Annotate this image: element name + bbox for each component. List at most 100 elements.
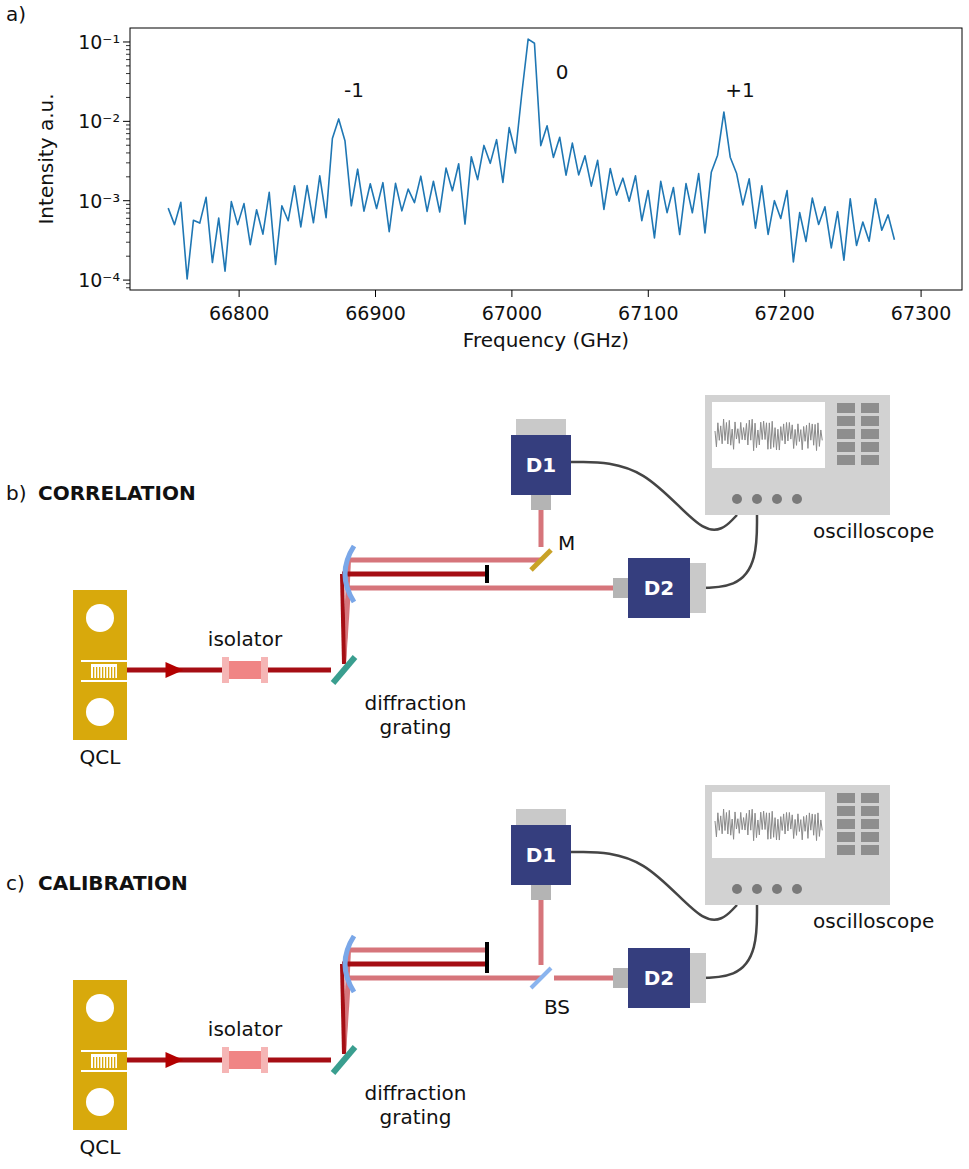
y-minor-tick xyxy=(126,129,130,130)
laser-beam xyxy=(127,1057,222,1062)
mirror-surface xyxy=(531,550,551,570)
tick-label: 67200 xyxy=(754,302,814,325)
y-major-tick xyxy=(123,121,130,122)
grating-slit xyxy=(111,667,112,678)
grating-slit xyxy=(93,1057,94,1068)
detector-box: D1 xyxy=(511,825,571,885)
chip-body xyxy=(73,980,127,1130)
scope-button xyxy=(837,819,855,829)
grating-slit xyxy=(99,1057,100,1068)
detector-cap xyxy=(516,809,566,825)
tick-label: 66800 xyxy=(209,302,269,325)
ridge-grating xyxy=(91,1054,117,1068)
scope-input xyxy=(732,494,742,504)
y-minor-tick xyxy=(126,224,130,225)
grating-slit xyxy=(99,667,100,678)
ridge-grating xyxy=(91,664,117,678)
node-outline xyxy=(331,655,357,685)
detector-window xyxy=(531,885,551,900)
ridge-edge xyxy=(81,660,127,662)
beam xyxy=(349,976,541,981)
y-minor-tick xyxy=(126,208,130,209)
y-minor-tick xyxy=(126,256,130,257)
panel-letter: c) xyxy=(6,871,25,895)
panel-title: CORRELATION xyxy=(38,481,196,505)
scope-button xyxy=(861,793,879,803)
beam-splitter: BS xyxy=(528,965,554,991)
zero-order-beam xyxy=(342,572,486,577)
grating-slit xyxy=(114,667,115,678)
beam xyxy=(349,558,541,563)
y-minor-tick xyxy=(126,59,130,60)
panel-letter: a) xyxy=(6,2,26,26)
detector-cap xyxy=(516,419,566,435)
optical-isolator: isolator xyxy=(222,1047,268,1073)
y-minor-tick xyxy=(126,287,130,288)
correlation-setup xyxy=(342,419,706,664)
plot-frame xyxy=(130,28,962,290)
laser-beam xyxy=(268,1058,331,1063)
x-major-tick xyxy=(784,290,785,297)
y-minor-tick xyxy=(126,145,130,146)
detector-label: D2 xyxy=(644,576,675,600)
detector-box: D2 xyxy=(628,558,690,618)
grating-slit xyxy=(105,1057,106,1068)
detector-cap xyxy=(690,563,706,613)
zero-order-beam xyxy=(342,574,344,664)
detector-cap xyxy=(690,953,706,1003)
part-label: oscilloscope xyxy=(813,909,934,933)
part-label: isolator xyxy=(208,1017,282,1041)
tick-label: 67300 xyxy=(891,302,951,325)
laser-beam xyxy=(127,667,222,672)
detector-window xyxy=(613,578,628,598)
panel-title: CALIBRATION xyxy=(38,871,188,895)
scope-button xyxy=(837,416,855,426)
node-outline xyxy=(705,395,890,515)
y-minor-tick xyxy=(126,218,130,219)
axis-title: Frequency (GHz) xyxy=(463,328,629,352)
y-minor-tick xyxy=(126,176,130,177)
y-minor-tick xyxy=(126,97,130,98)
scope-button xyxy=(861,403,879,413)
detector-label: D2 xyxy=(644,966,675,990)
ridge-edge xyxy=(81,680,127,682)
scope-input xyxy=(752,884,762,894)
diffraction-grating: diffraction grating xyxy=(331,655,357,685)
detector-label: D1 xyxy=(526,453,557,477)
tick-label: 10⁻¹ xyxy=(78,31,120,54)
y-minor-tick xyxy=(126,232,130,233)
scope-input xyxy=(772,494,782,504)
y-minor-tick xyxy=(126,49,130,50)
grating-slit xyxy=(96,1057,97,1068)
part-label: QCL xyxy=(80,1135,121,1159)
ridge-edge xyxy=(81,1050,127,1052)
grating-slit xyxy=(114,1057,115,1068)
zero-order-beam xyxy=(342,964,344,1054)
scope-input xyxy=(792,494,802,504)
curved-mirror xyxy=(345,936,354,992)
y-minor-tick xyxy=(126,73,130,74)
tick-label: 66900 xyxy=(345,302,405,325)
splitter-surface xyxy=(531,968,551,988)
order-label: -1 xyxy=(344,78,364,102)
scope-button xyxy=(861,455,879,465)
x-major-tick xyxy=(511,290,512,297)
grating-slit xyxy=(102,667,103,678)
spectrum-chart xyxy=(123,28,962,297)
isolator-flange xyxy=(261,657,268,683)
detector-box: D2 xyxy=(628,948,690,1008)
grating-slit xyxy=(93,667,94,678)
order-label: +1 xyxy=(725,78,754,102)
isolator-body xyxy=(229,661,261,679)
part-label: isolator xyxy=(208,627,282,651)
panel-letter: b) xyxy=(6,481,27,505)
beam-stop xyxy=(485,942,489,973)
scope-trace xyxy=(715,809,822,841)
y-minor-tick xyxy=(126,83,130,84)
y-minor-tick xyxy=(126,54,130,55)
spectrum-line xyxy=(168,39,894,279)
detector-window xyxy=(531,495,551,510)
y-minor-tick xyxy=(126,283,130,284)
scope-input xyxy=(732,884,742,894)
node-outline xyxy=(528,965,554,991)
